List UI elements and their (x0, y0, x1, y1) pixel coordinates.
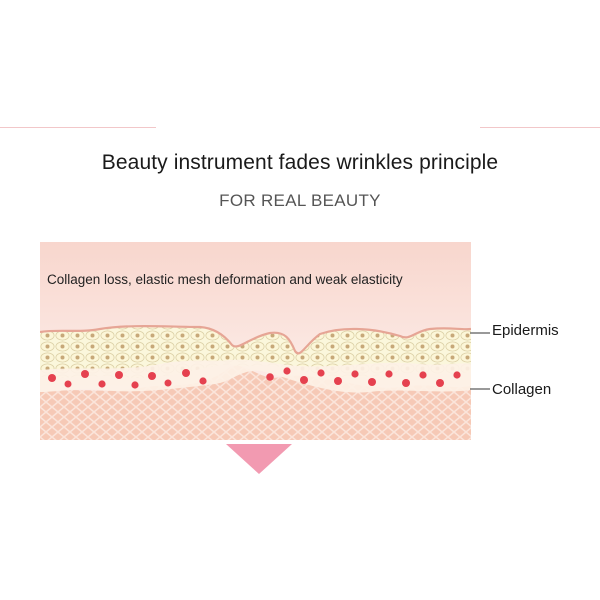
page-subtitle: FOR REAL BEAUTY (219, 191, 381, 210)
decorative-line-right (480, 127, 600, 128)
page-title: Beauty instrument fades wrinkles princip… (101, 151, 499, 174)
label-leader-lines (470, 332, 490, 390)
skin-cross-section-diagram (40, 242, 471, 440)
dermis-mesh (40, 365, 471, 440)
collagen-cells (48, 367, 461, 389)
decorative-line-left (0, 127, 156, 128)
down-arrow-icon (226, 444, 292, 474)
collagen-layer (40, 359, 471, 393)
epidermis-line (40, 325, 471, 355)
diagram-caption: Collagen loss, elastic mesh deformation … (47, 272, 403, 287)
epidermis-label: Epidermis (492, 322, 559, 339)
collagen-label: Collagen (492, 381, 552, 398)
